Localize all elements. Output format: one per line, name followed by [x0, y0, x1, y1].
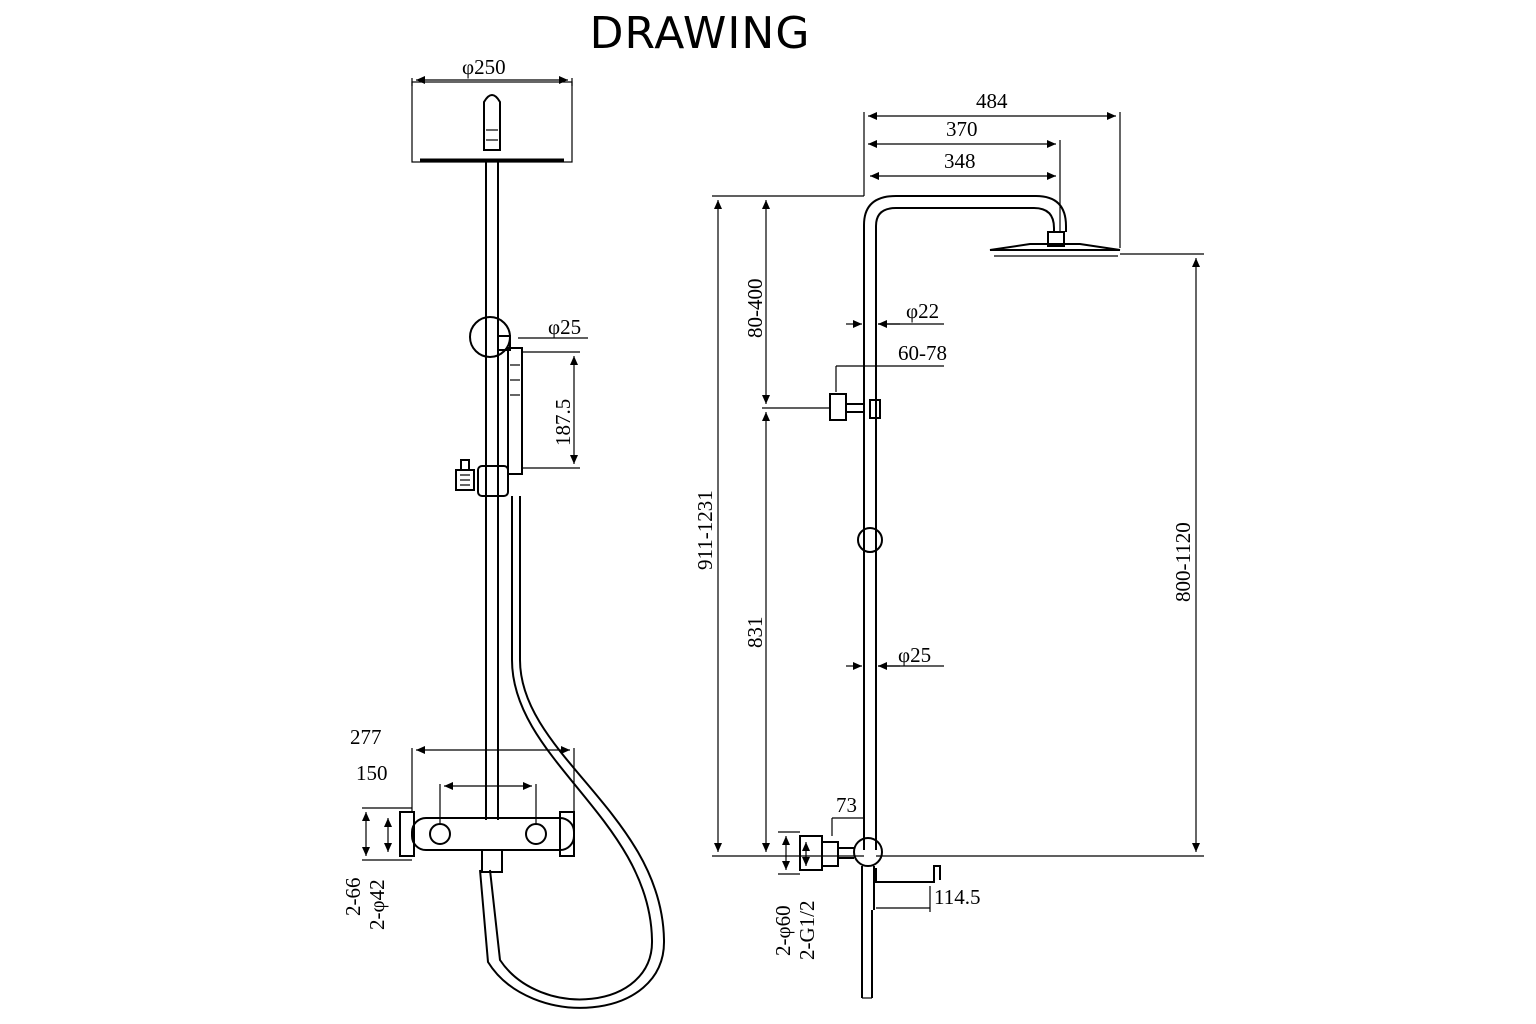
outlet	[481, 849, 503, 873]
wall-flange	[799, 835, 823, 871]
label-riser-height: 831	[743, 617, 767, 649]
mixer-side	[853, 837, 883, 867]
side-view: 484 370 348 φ22 60-78	[693, 89, 1204, 999]
label-lower-pipe-diameter: φ25	[898, 643, 931, 667]
spout	[875, 864, 941, 883]
label-arm-center: 370	[946, 117, 978, 141]
label-arm-reach: 484	[976, 89, 1008, 113]
hand-shower	[507, 347, 523, 475]
drawing-title: DRAWING	[589, 8, 811, 59]
hose-inner	[479, 496, 666, 1009]
slider-ball	[857, 527, 883, 553]
label-flange-diameter: 2-φ60	[771, 905, 795, 956]
label-width-overall: 277	[350, 725, 382, 749]
arm-inner	[875, 207, 1055, 850]
label-bracket-range: 60-78	[898, 341, 947, 365]
label-total-height: 911-1231	[693, 490, 717, 570]
label-adjust-range: 80-400	[743, 279, 767, 339]
head-connector	[483, 94, 501, 151]
arm-outer	[863, 195, 1067, 850]
front-view: φ250 φ25 187.5	[341, 55, 666, 1009]
shower-head-side	[989, 243, 1121, 251]
label-escutcheon: 2-φ42	[365, 879, 389, 930]
label-spout-length: 114.5	[934, 885, 980, 909]
label-handset-diameter: φ25	[548, 315, 581, 339]
label-inlet-size: 2-66	[341, 878, 365, 917]
hose-outer	[489, 496, 654, 1001]
left-handle	[399, 811, 415, 857]
label-inlet-spacing: 150	[356, 761, 388, 785]
slider-bracket	[477, 465, 509, 497]
label-head-diameter: φ250	[462, 55, 506, 79]
right-handle	[559, 811, 575, 857]
wall-bracket	[829, 393, 847, 421]
label-upper-pipe-diameter: φ22	[906, 299, 939, 323]
label-arm-inner: 348	[944, 149, 976, 173]
label-inlet-thread: 2-G1/2	[795, 901, 819, 961]
label-handset-length: 187.5	[551, 399, 575, 446]
label-head-height: 800-1120	[1171, 522, 1195, 602]
label-wall-offset: 73	[836, 793, 857, 817]
mixer-body	[411, 817, 575, 851]
